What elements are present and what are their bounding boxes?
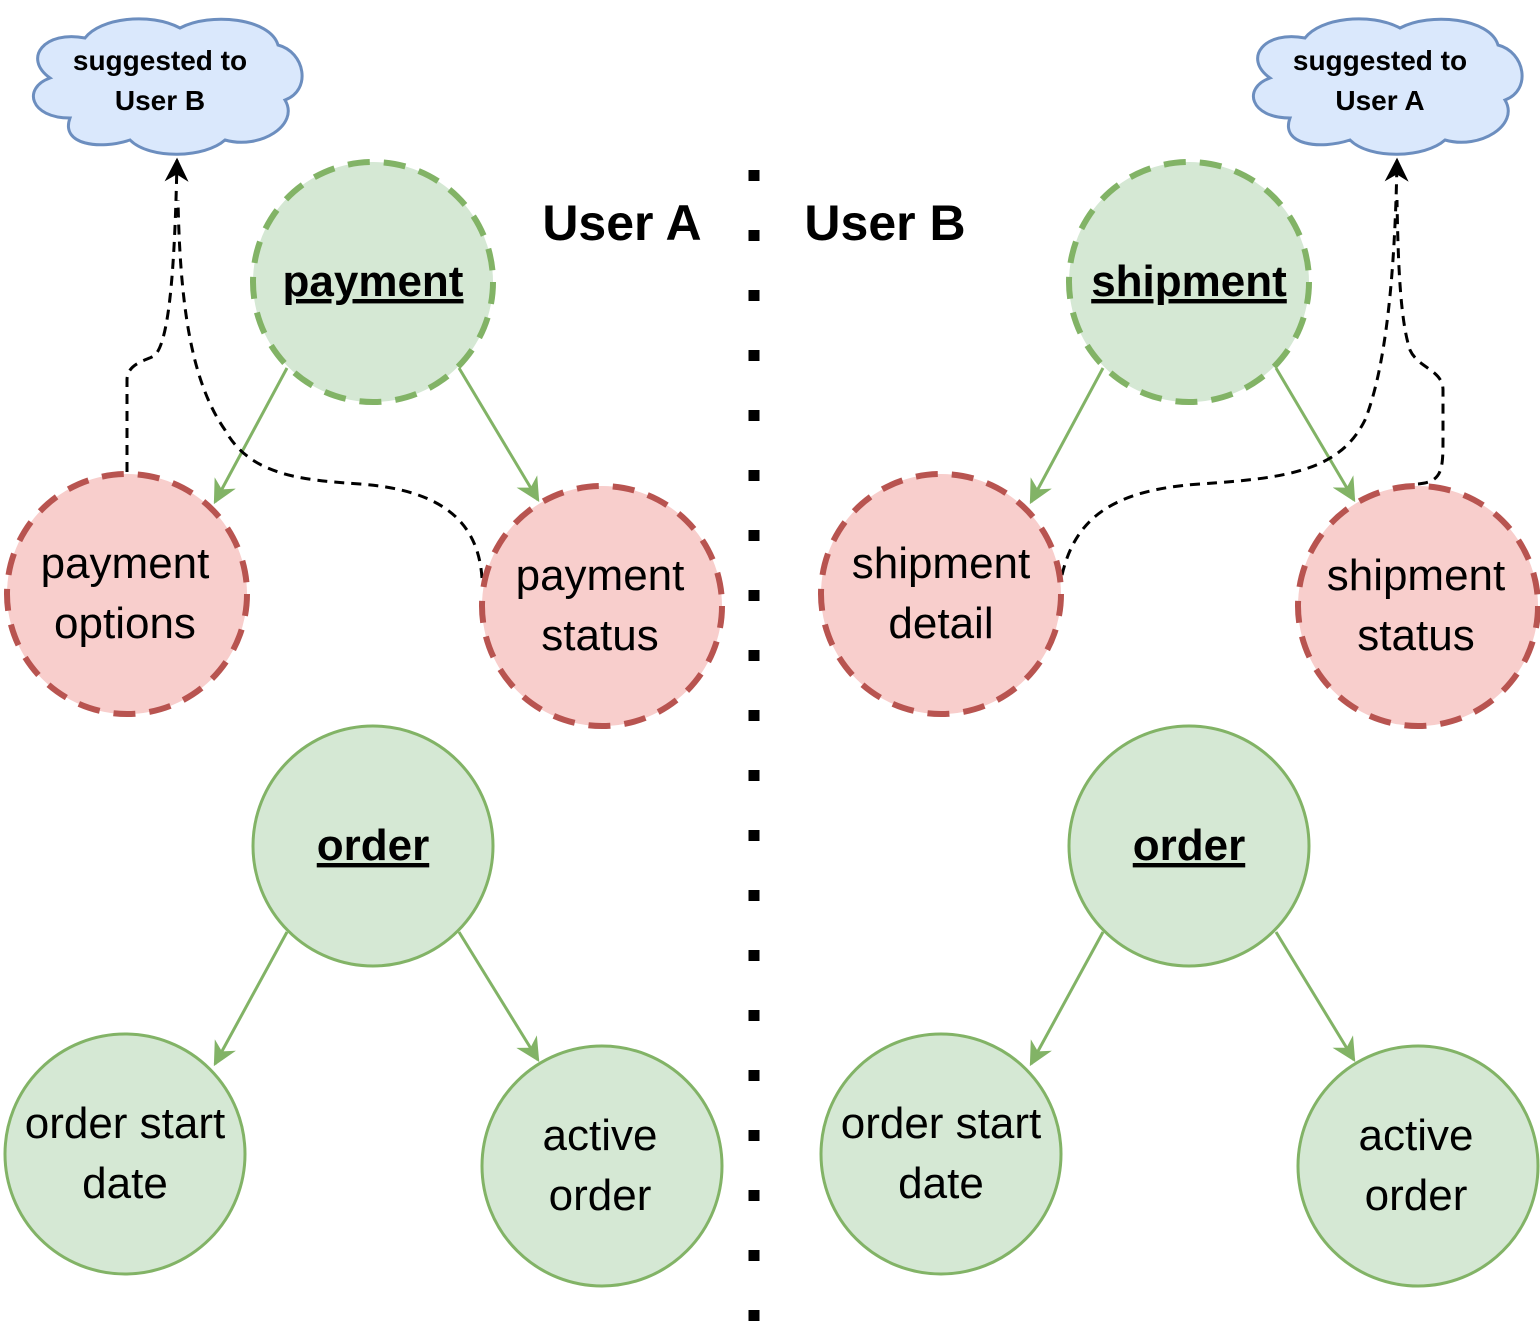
- node-payment: payment: [250, 159, 496, 405]
- node-shipment-status-line2: status: [1357, 611, 1474, 660]
- node-payment-status-line2: status: [541, 611, 658, 660]
- edge-shipment-to-status: [1274, 367, 1356, 503]
- edge-payment-to-options: [213, 367, 289, 505]
- node-order-start-date-b-line2: date: [898, 1159, 984, 1208]
- node-shipment-status: shipment status: [1295, 483, 1540, 729]
- node-shipment-detail: shipment detail: [818, 471, 1064, 717]
- edge-order-b-to-start-date: [1029, 931, 1105, 1067]
- node-order-start-date-b-line1: order start: [841, 1099, 1042, 1148]
- node-payment-label: payment: [283, 257, 464, 306]
- suggest-edge-options-to-user-b: [125, 157, 189, 472]
- node-order-b: order: [1067, 724, 1311, 968]
- node-shipment-detail-line1: shipment: [852, 539, 1031, 588]
- node-order-start-date-a: order start date: [3, 1032, 247, 1276]
- cloud-right-line1: suggested to: [1293, 45, 1467, 76]
- node-payment-options-line2: options: [54, 599, 196, 648]
- cloud-suggested-to-user-a: suggested to User A: [1252, 17, 1524, 156]
- node-order-start-date-a-line2: date: [82, 1159, 168, 1208]
- node-order-a-label: order: [317, 821, 429, 870]
- node-active-order-a-line1: active: [543, 1111, 658, 1160]
- node-order-a: order: [251, 724, 495, 968]
- suggest-edge-status-to-user-a: [1395, 199, 1445, 486]
- node-payment-status: payment status: [479, 483, 725, 729]
- edge-order-a-to-active: [457, 931, 540, 1063]
- edge-shipment-to-detail: [1029, 367, 1105, 505]
- suggest-edge-detail-to-user-a: [1060, 157, 1409, 576]
- user-a-label: User A: [542, 195, 701, 251]
- node-payment-status-line1: payment: [516, 551, 685, 600]
- node-order-b-label: order: [1133, 821, 1245, 870]
- edge-order-a-to-start-date: [213, 931, 289, 1067]
- cloud-left-line1: suggested to: [73, 45, 247, 76]
- node-shipment-status-line1: shipment: [1327, 551, 1506, 600]
- edge-payment-to-status: [457, 367, 540, 503]
- node-shipment-detail-line2: detail: [888, 599, 993, 648]
- node-order-start-date-a-line1: order start: [25, 1099, 226, 1148]
- node-active-order-a: active order: [480, 1044, 724, 1288]
- cloud-right-line2: User A: [1335, 85, 1424, 116]
- cloud-left-line2: User B: [115, 85, 205, 116]
- node-shipment-label: shipment: [1091, 257, 1287, 306]
- suggest-edge-status-to-user-b: [176, 199, 484, 579]
- user-b-label: User B: [804, 195, 965, 251]
- node-shipment: shipment: [1066, 159, 1312, 405]
- node-order-start-date-b: order start date: [819, 1032, 1063, 1276]
- node-active-order-b: active order: [1296, 1044, 1540, 1288]
- edge-order-b-to-active: [1274, 931, 1356, 1063]
- node-active-order-b-line2: order: [1365, 1171, 1468, 1220]
- node-payment-options: payment options: [4, 471, 250, 717]
- node-payment-options-line1: payment: [41, 539, 210, 588]
- cloud-suggested-to-user-b: suggested to User B: [32, 17, 304, 156]
- node-active-order-a-line2: order: [549, 1171, 652, 1220]
- node-active-order-b-line1: active: [1359, 1111, 1474, 1160]
